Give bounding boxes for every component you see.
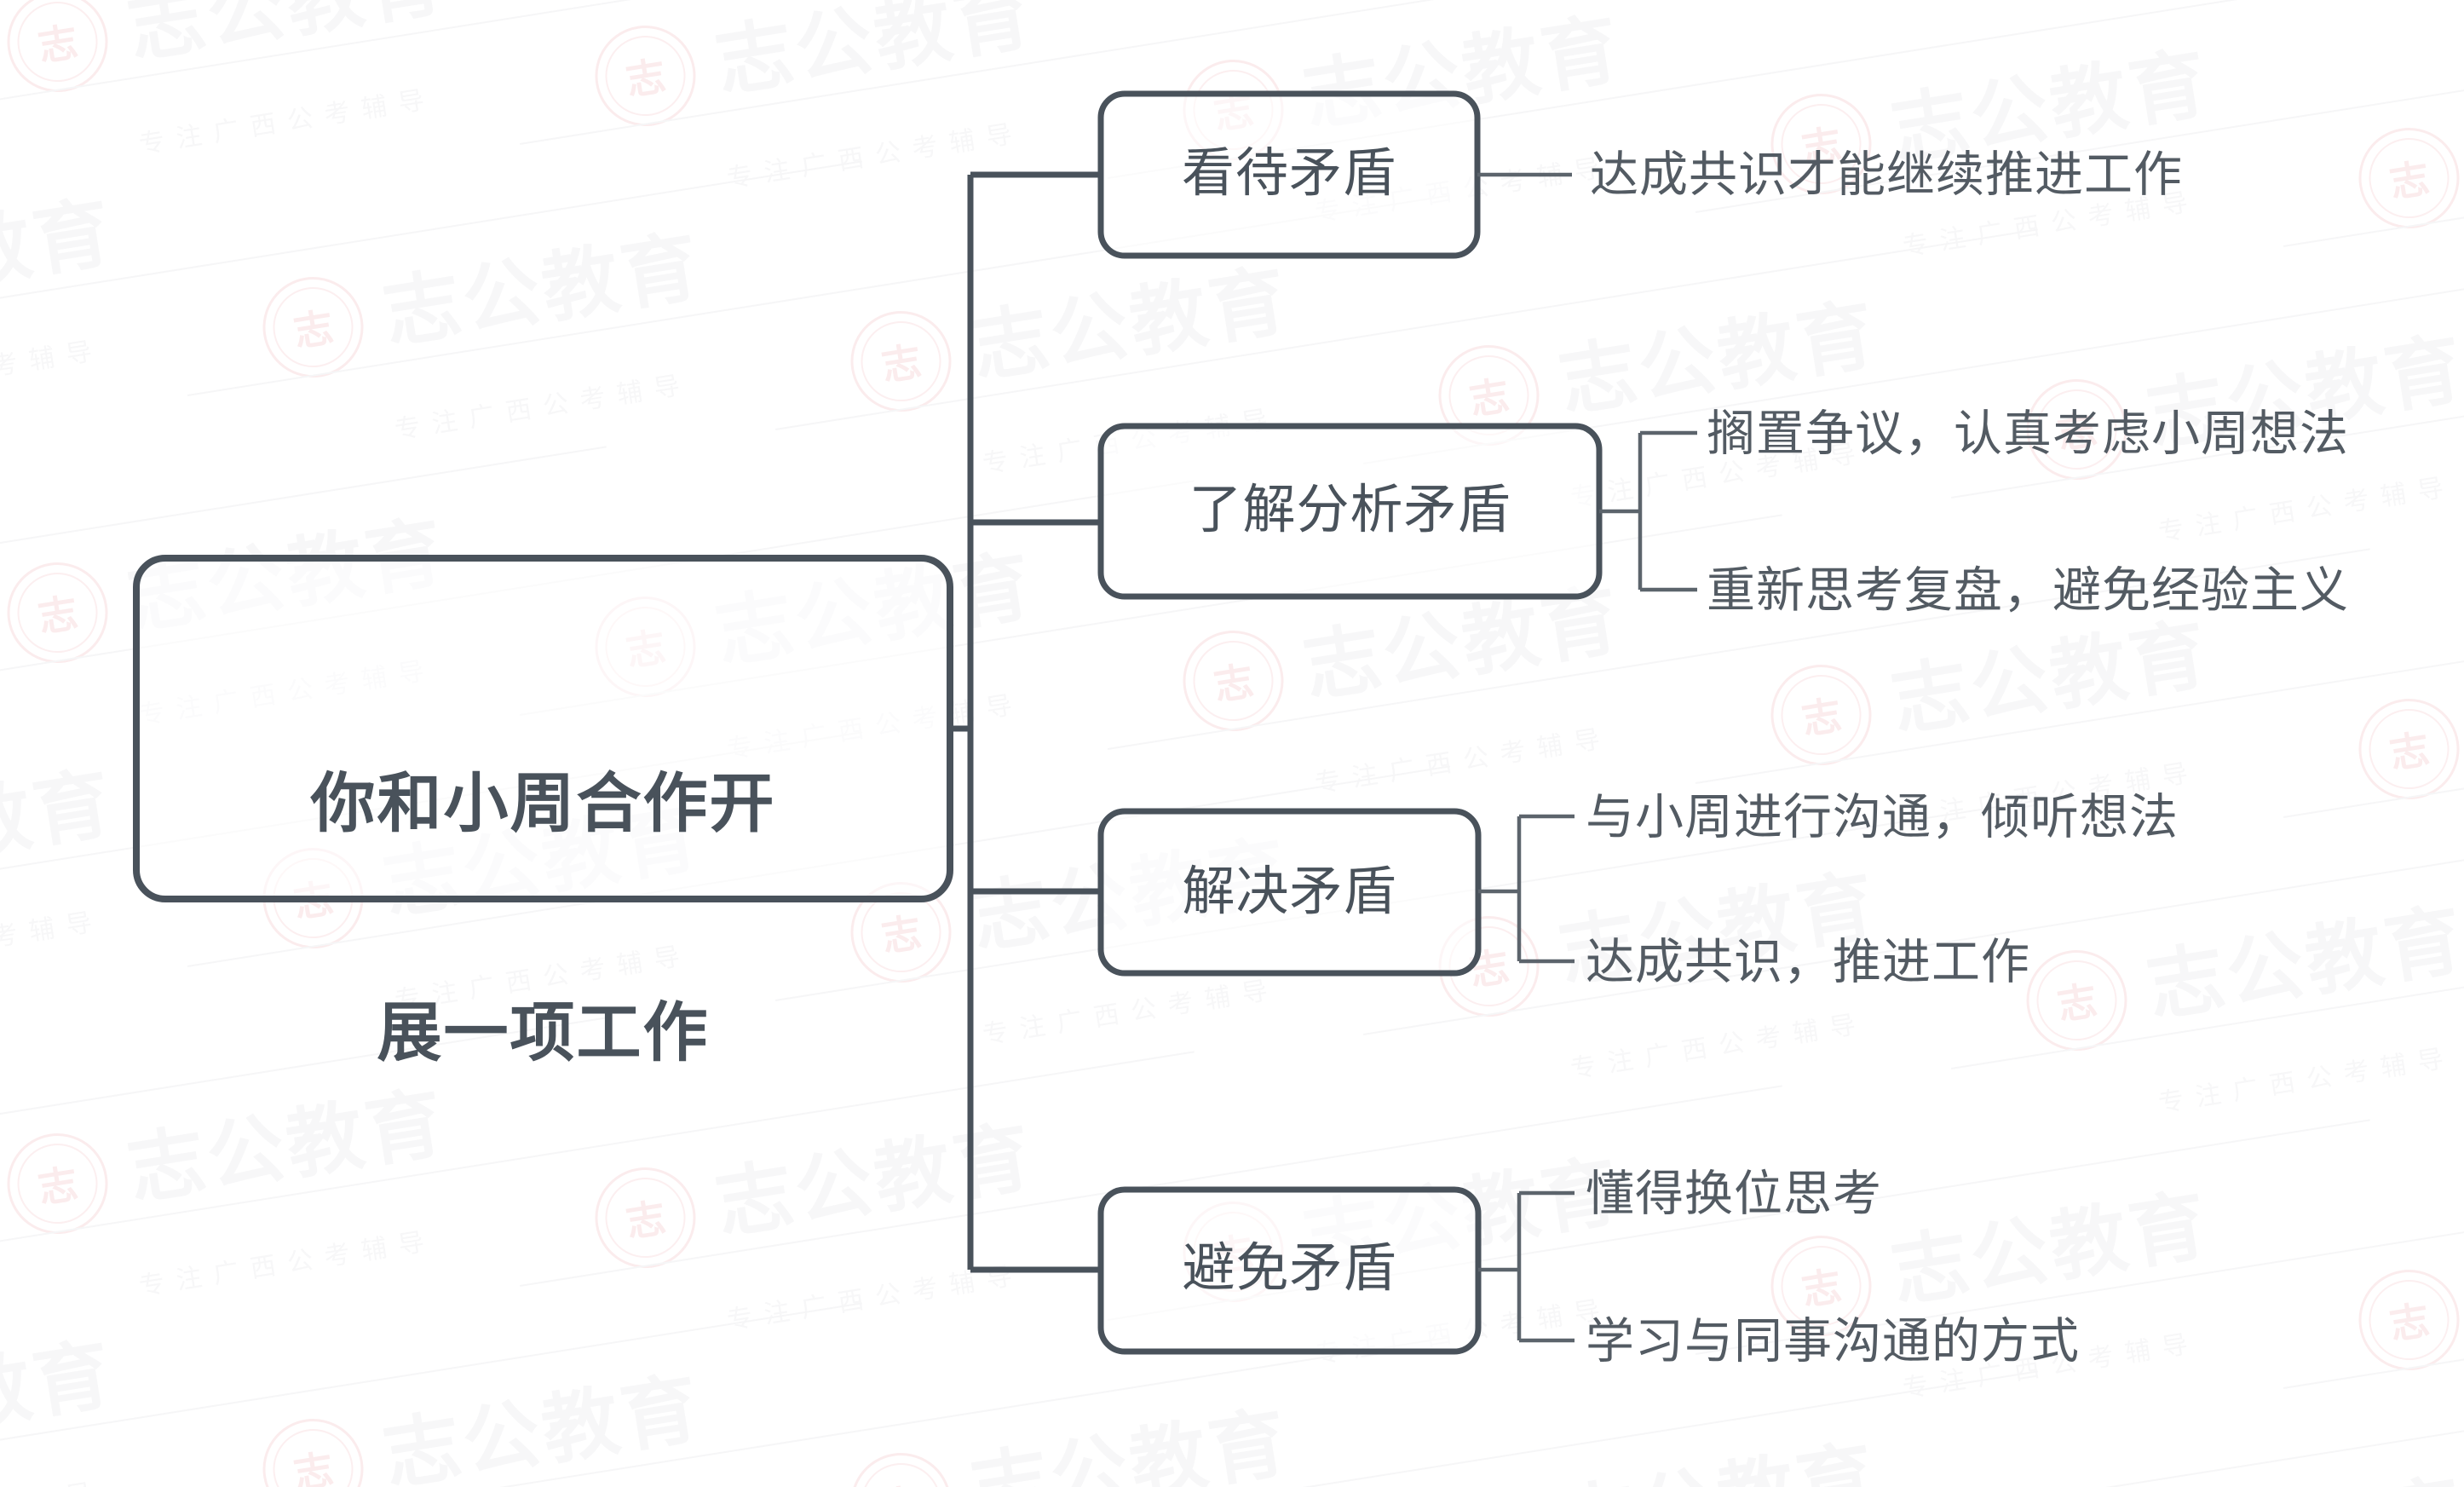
leaf-label-2-1[interactable]: 搁置争议，认真考虑小周想法 [1707,406,2349,461]
branch-node-label-4[interactable]: 避免矛盾 [1182,1239,1397,1298]
leaf-label-2-2[interactable]: 重新思考复盘，避免经验主义 [1707,563,2349,618]
leaf-label-4-1[interactable]: 懂得换位思考 [1586,1167,1882,1221]
leaf-label-4-2[interactable]: 学习与同事沟通的方式 [1586,1314,2080,1369]
leaf-bracket-2 [1599,430,1697,592]
branch-node-label-1[interactable]: 看待矛盾 [1181,144,1396,203]
leaf-label-3-2[interactable]: 达成共识，推进工作 [1586,935,2030,989]
branch-node-label-2[interactable]: 了解分析矛盾 [1189,481,1511,539]
leaf-label-3-1[interactable]: 与小周进行沟通，倾听想法 [1586,790,2179,844]
root-node-label-line1: 你和小周合作开 [310,768,776,841]
branch-node-label-3[interactable]: 解决矛盾 [1182,862,1397,921]
root-node-label-line2: 展一项工作 [377,997,710,1070]
leaf-label-1-1[interactable]: 达成共识才能继续推进工作 [1590,147,2183,202]
root-node-label[interactable]: 你和小周合作开 展一项工作 [136,614,950,1225]
